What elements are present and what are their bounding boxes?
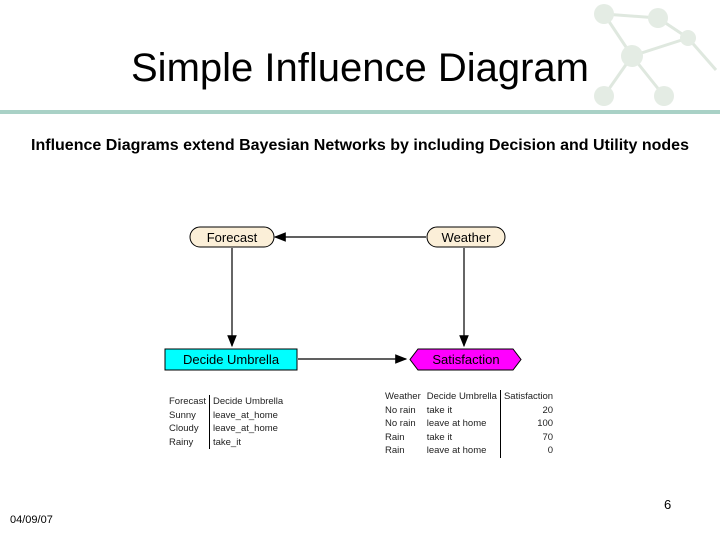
title-rule xyxy=(0,110,720,114)
page-number: 6 xyxy=(664,497,672,512)
table-row: Rain leave at home 0 xyxy=(385,444,554,458)
utility-table-header-decision: Decide Umbrella xyxy=(423,390,501,404)
forecast-node-label: Forecast xyxy=(207,230,258,245)
weather-node-label: Weather xyxy=(442,230,492,245)
utility-table: Weather Decide Umbrella Satisfaction No … xyxy=(382,390,556,458)
table-row: Rainy take_it xyxy=(166,435,286,449)
table-row: Rain take it 70 xyxy=(385,430,554,444)
table-row: No rain leave at home 100 xyxy=(385,417,554,431)
decide-umbrella-node xyxy=(164,348,298,371)
satisfaction-node-label: Satisfaction xyxy=(432,352,499,367)
decision-table-header-forecast: Forecast xyxy=(166,395,210,409)
decision-table-header-decision: Decide Umbrella xyxy=(212,396,284,407)
table-row: Sunny leave_at_home xyxy=(166,408,286,422)
decision-table: Forecast Decide Umbrella Sunny leave_at_… xyxy=(166,395,286,449)
table-row: Cloudy leave_at_home xyxy=(166,422,286,436)
slide-title: Simple Influence Diagram xyxy=(131,46,589,90)
decide-umbrella-node-label: Decide Umbrella xyxy=(183,352,280,367)
decision-table-header: Forecast Decide Umbrella xyxy=(166,395,286,409)
table-row: No rain take it 20 xyxy=(385,403,554,417)
network-logo-icon xyxy=(594,4,718,106)
satisfaction-node xyxy=(409,348,522,371)
utility-table-header-weather: Weather xyxy=(385,391,421,402)
weather-node xyxy=(426,226,506,248)
utility-table-header-satisfaction: Satisfaction xyxy=(503,391,554,402)
forecast-node xyxy=(189,226,275,248)
footer-date: 04/09/07 xyxy=(10,514,53,526)
utility-table-header: Weather Decide Umbrella Satisfaction xyxy=(382,390,556,404)
subtitle: Influence Diagrams extend Bayesian Netwo… xyxy=(31,137,689,154)
